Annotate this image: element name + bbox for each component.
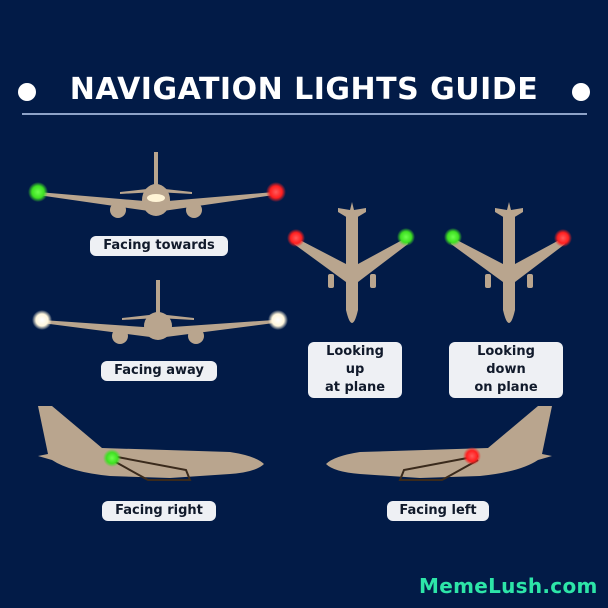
top-view-plane-looking-up-icon <box>287 202 415 323</box>
white-light-left-icon <box>32 310 52 330</box>
title-bullet-right-icon <box>572 83 590 101</box>
label-looking-up-line2: at plane <box>324 380 386 395</box>
title-bullet-left-icon <box>18 83 36 101</box>
label-looking-up: Looking up at plane <box>308 342 402 398</box>
label-facing-away: Facing away <box>101 361 217 381</box>
watermark: MemeLush.com <box>419 574 598 598</box>
red-light-icon <box>463 447 481 465</box>
page-title: NAVIGATION LIGHTS GUIDE <box>69 72 539 107</box>
label-looking-down-line2: on plane <box>474 380 538 395</box>
front-view-plane-icon <box>28 152 286 218</box>
side-view-plane-facing-right-icon <box>38 406 264 481</box>
side-view-plane-facing-left-icon <box>326 406 552 481</box>
rear-view-plane-icon <box>32 280 288 344</box>
label-looking-up-line1: Looking up <box>326 344 384 377</box>
label-looking-down-line1: Looking down <box>477 344 535 377</box>
label-facing-right: Facing right <box>102 501 216 521</box>
white-light-right-icon <box>268 310 288 330</box>
green-light-icon <box>103 449 121 467</box>
red-light-icon <box>287 229 305 247</box>
title-divider <box>22 113 587 115</box>
green-light-icon <box>397 228 415 246</box>
red-light-icon <box>554 229 572 247</box>
top-view-plane-looking-down-icon <box>444 202 572 323</box>
label-looking-down: Looking down on plane <box>449 342 563 398</box>
green-light-icon <box>28 182 48 202</box>
green-light-icon <box>444 228 462 246</box>
label-facing-left: Facing left <box>387 501 489 521</box>
label-facing-towards: Facing towards <box>90 236 228 256</box>
red-light-icon <box>266 182 286 202</box>
